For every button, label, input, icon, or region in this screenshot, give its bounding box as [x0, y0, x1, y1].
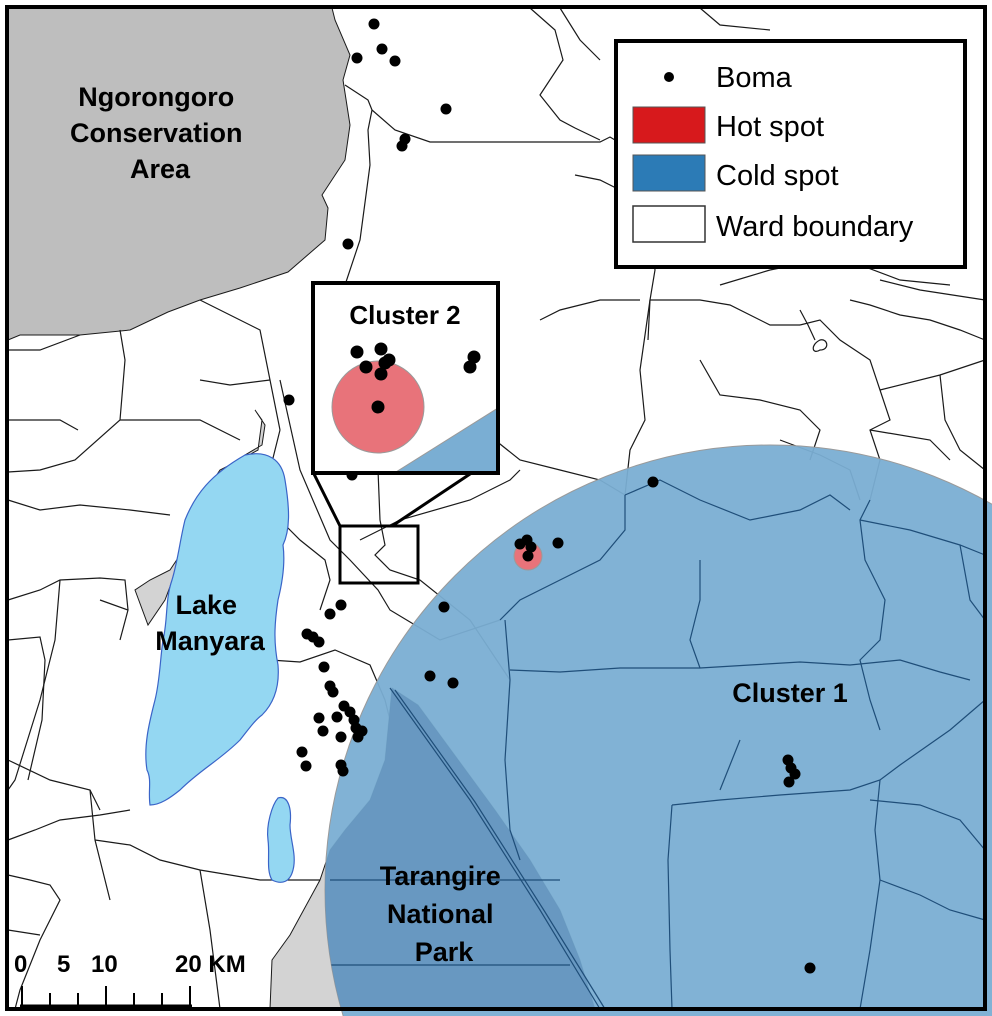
boma-point — [300, 760, 312, 772]
boma-point — [350, 345, 364, 359]
boma-point — [440, 103, 452, 115]
boma-point — [324, 608, 336, 620]
boma-point — [438, 601, 450, 613]
boma-point — [335, 731, 347, 743]
boma-point — [342, 238, 354, 250]
legend-label-hot-spot: Hot spot — [716, 111, 824, 143]
boma-point — [318, 661, 330, 673]
inset-connector-right — [391, 470, 474, 528]
map-frame — [5, 5, 987, 1011]
boma-point — [317, 725, 329, 737]
small-lake — [267, 797, 295, 883]
cluster-1-label: Cluster 1 — [732, 678, 848, 708]
boma-point — [331, 711, 343, 723]
inset-cold-spot — [396, 408, 496, 471]
scale-tick-0: 0 — [14, 951, 27, 978]
boma-point — [374, 367, 388, 381]
boma-point — [313, 712, 325, 724]
boma-point — [783, 776, 795, 788]
legend-label-boma: Boma — [716, 62, 793, 94]
boma-point — [389, 55, 401, 67]
lake-manyara-label: Lake Manyara — [155, 590, 266, 656]
inset-extent-box — [338, 524, 420, 585]
scale-bar: 0 5 10 20 KM — [14, 951, 246, 1008]
ward-boundaries-cold-spot — [330, 479, 986, 1010]
boma-point — [374, 342, 388, 356]
boma-point — [283, 394, 295, 406]
cluster-2-label: Cluster 2 — [349, 300, 460, 330]
boma-point — [351, 52, 363, 64]
scale-tick-5: 5 — [57, 951, 70, 978]
boma-point — [447, 677, 459, 689]
scale-tick-20km: 20 KM — [175, 951, 246, 978]
boma-point — [378, 356, 392, 370]
legend-cold-spot-swatch — [632, 154, 706, 192]
cluster-2-inset: Cluster 2 — [311, 281, 500, 475]
boma-point — [552, 537, 564, 549]
boma-point — [804, 962, 816, 974]
legend-label-ward-boundary: Ward boundary — [716, 211, 914, 243]
boma-point — [789, 768, 801, 780]
boma-point — [352, 731, 364, 743]
legend-ward-boundary-swatch — [632, 205, 706, 243]
ngorongoro-label: Ngorongoro Conservation Area — [70, 82, 250, 184]
legend-boma-dot-icon — [664, 72, 674, 82]
legend: Boma Hot spot Cold spot Ward boundary — [614, 39, 967, 269]
boma-point — [525, 541, 537, 553]
lake-manyara — [145, 453, 290, 806]
boma-point — [467, 350, 481, 364]
boma-point — [376, 43, 388, 55]
legend-hot-spot-swatch — [632, 106, 706, 144]
boma-point — [522, 550, 534, 562]
boma-point — [647, 476, 659, 488]
boma-point — [371, 400, 385, 414]
boma-points — [283, 18, 816, 974]
legend-label-cold-spot: Cold spot — [716, 160, 839, 192]
boma-point — [396, 140, 408, 152]
scale-tick-10: 10 — [91, 951, 118, 978]
boma-point — [335, 599, 347, 611]
inset-connector-left — [311, 471, 342, 527]
boma-point — [359, 360, 373, 374]
boma-point — [337, 765, 349, 777]
boma-point — [296, 746, 308, 758]
tarangire-label: Tarangire National Park — [380, 861, 509, 967]
boma-point — [327, 686, 339, 698]
boma-point — [313, 636, 325, 648]
boma-point — [463, 360, 477, 374]
boma-point — [424, 670, 436, 682]
boma-point — [368, 18, 380, 30]
tarangire-cold-spot-overlap — [325, 688, 595, 1009]
